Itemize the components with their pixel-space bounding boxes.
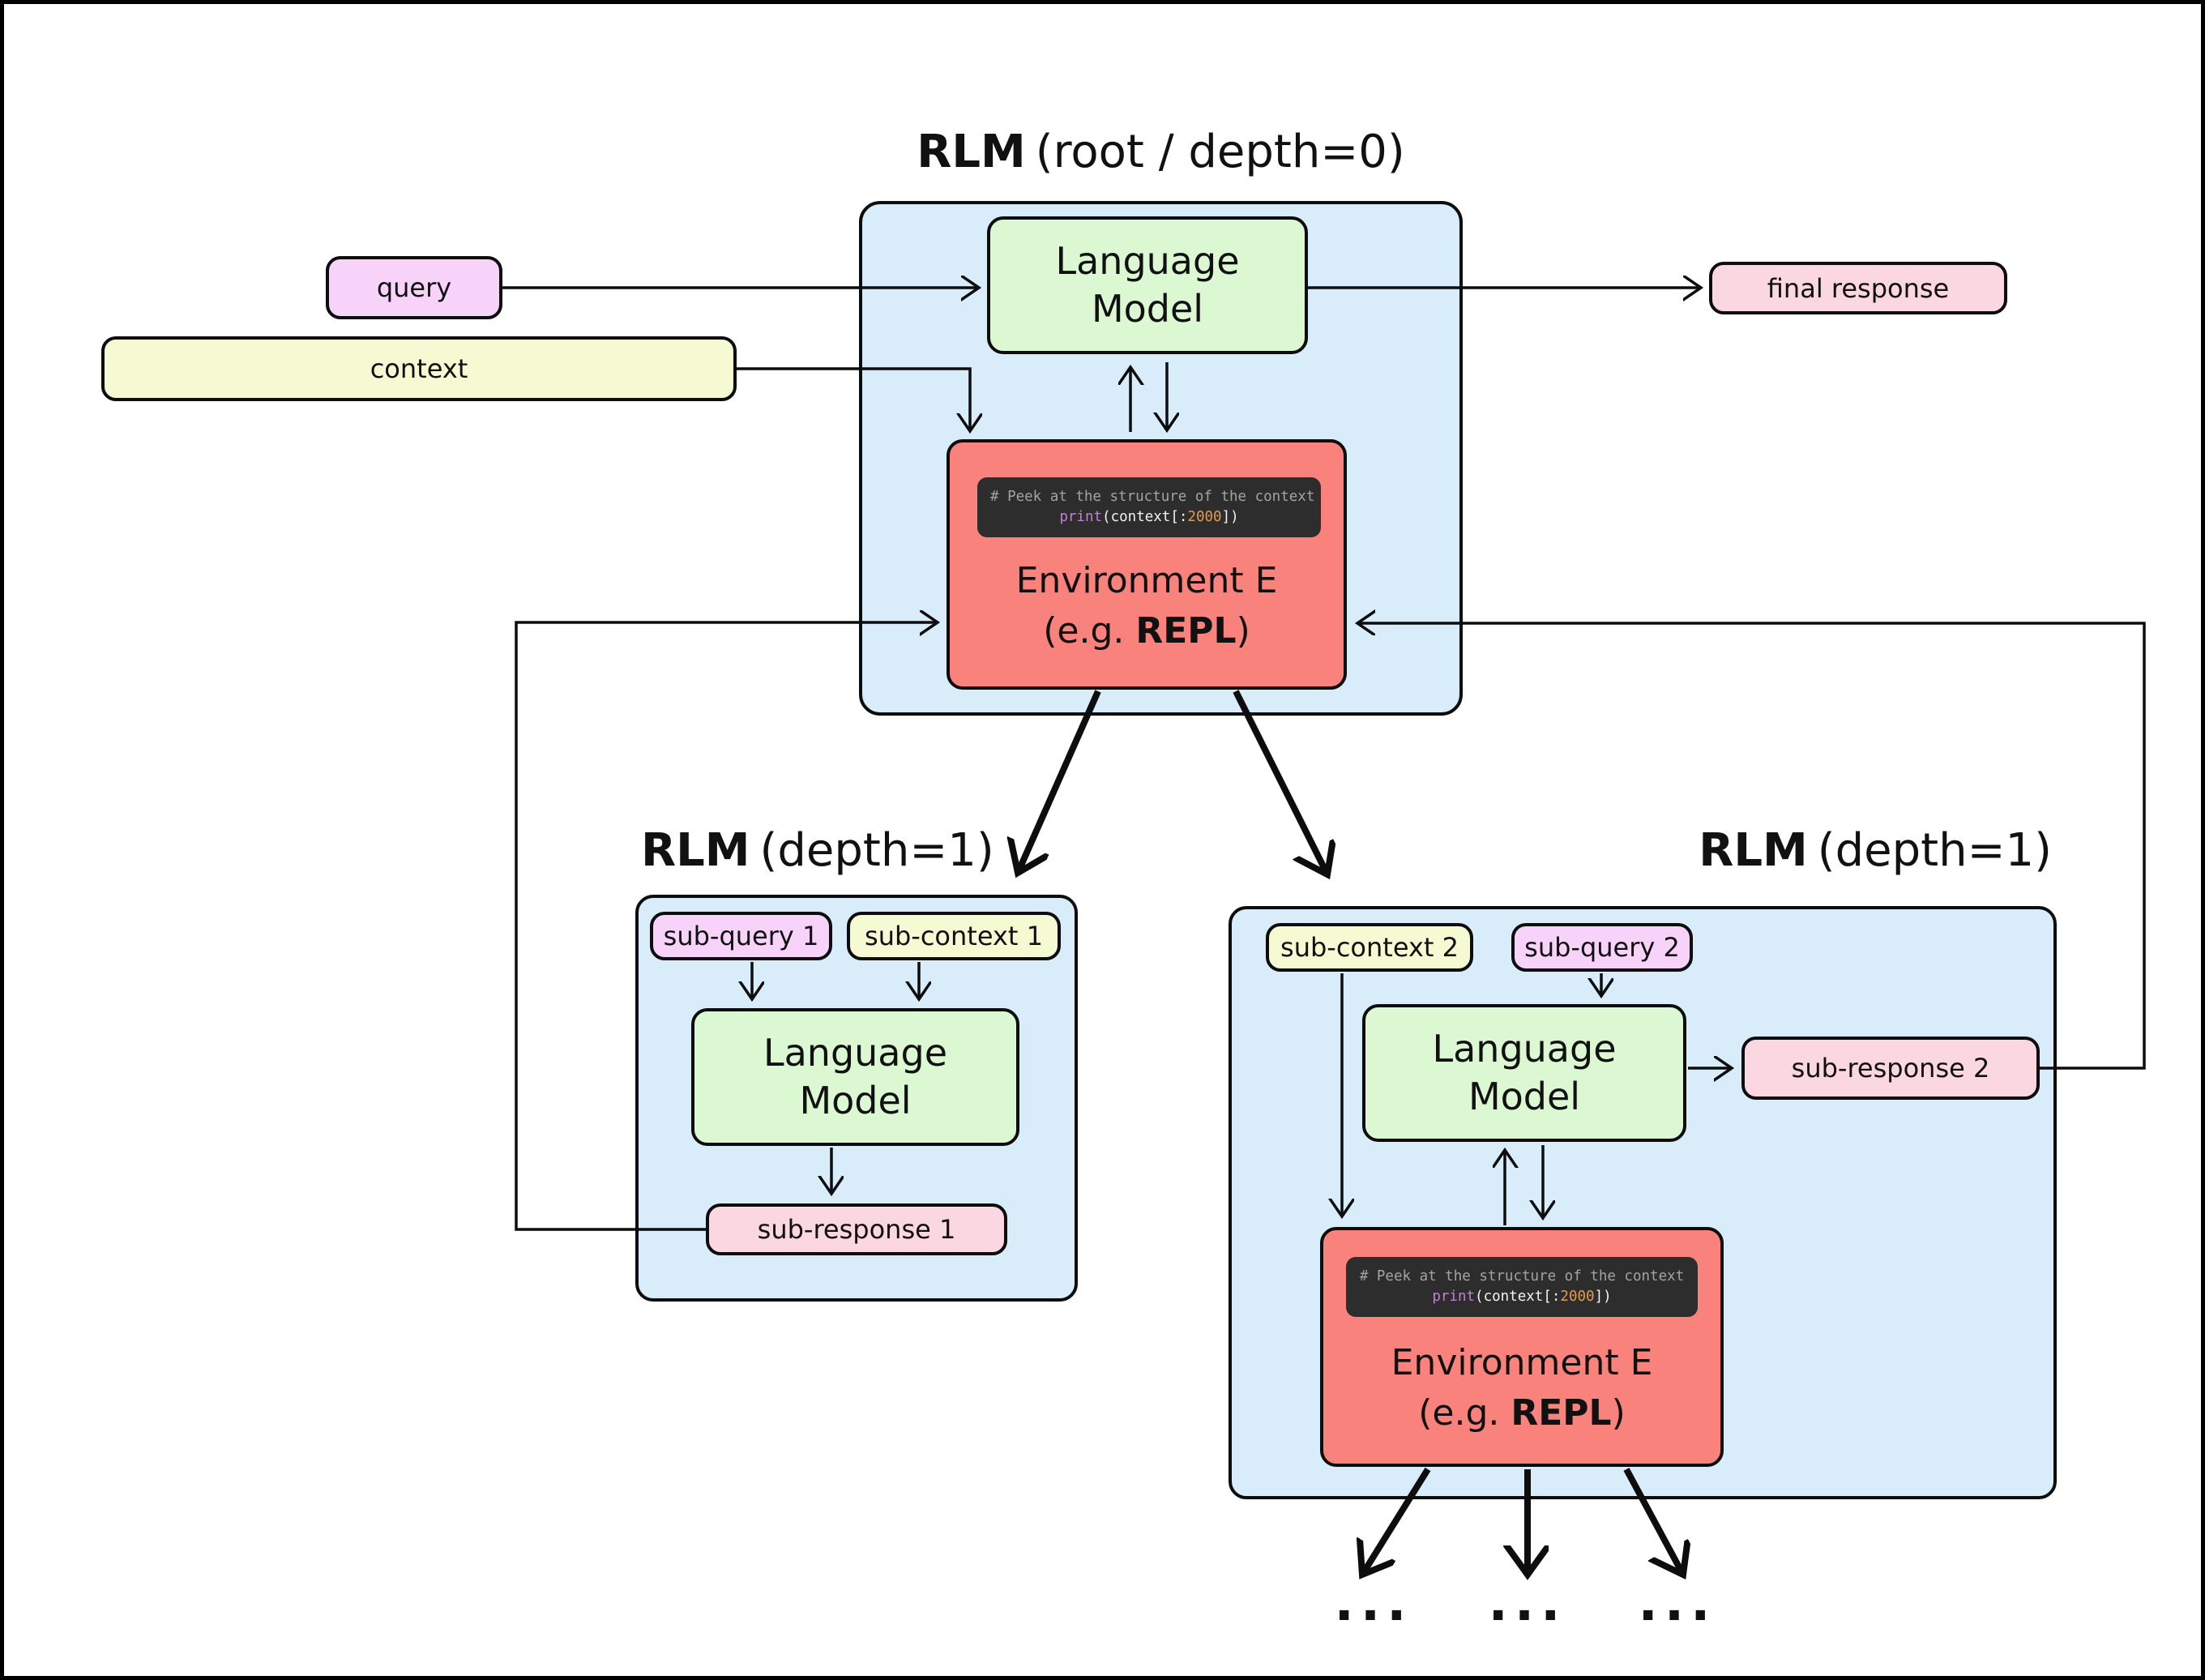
root-rlm-title-bold: RLM	[917, 126, 1026, 178]
root-environment-label-line2: (e.g. REPL)	[1043, 610, 1250, 652]
sub-response-2-label: sub-response 2	[1791, 1053, 1990, 1084]
context-label: context	[370, 353, 468, 384]
query-label: query	[376, 272, 452, 303]
left-language-model-label-line1: Language	[763, 1031, 947, 1075]
right-language-model-label-line2: Model	[1468, 1075, 1581, 1118]
sub-response-2-pill: sub-response 2	[1741, 1037, 2040, 1100]
final-response-label: final response	[1767, 272, 1950, 304]
right-rlm-title-bold: RLM	[1699, 824, 1808, 877]
recursion-ellipsis-middle: ...	[1488, 1573, 1567, 1633]
right-rlm-title: RLM(depth=1)	[1229, 824, 2052, 877]
left-rlm-title-rest: (depth=1)	[759, 824, 994, 877]
sub-context-1-pill: sub-context 1	[847, 912, 1061, 960]
sub-query-2-label: sub-query 2	[1524, 932, 1680, 963]
sub-context-2-pill: sub-context 2	[1266, 923, 1473, 972]
right-code-print-line: print(context[:2000])	[1432, 1289, 1612, 1305]
sub-query-2-pill: sub-query 2	[1511, 923, 1693, 972]
right-environment-node: # Peek at the structure of the context p…	[1320, 1227, 1724, 1467]
root-rlm-title: RLM(root / depth=0)	[859, 126, 1463, 178]
context-pill: context	[101, 336, 737, 401]
right-environment-label-line1: Environment E	[1391, 1342, 1653, 1383]
root-code-print-line: print(context[:2000])	[1059, 509, 1239, 525]
right-rlm-title-rest: (depth=1)	[1817, 824, 2052, 877]
root-code-snippet: # Peek at the structure of the context p…	[977, 477, 1321, 537]
right-environment-label: Environment E (e.g. REPL)	[1323, 1338, 1720, 1439]
root-environment-label-line1: Environment E	[1015, 560, 1278, 601]
sub-context-1-label: sub-context 1	[865, 921, 1043, 951]
root-rlm-title-rest: (root / depth=0)	[1035, 126, 1405, 178]
recursion-ellipsis-right: ...	[1638, 1573, 1717, 1633]
query-pill: query	[326, 256, 502, 319]
root-environment-label: Environment E (e.g. REPL)	[950, 556, 1344, 657]
final-response-pill: final response	[1709, 262, 2007, 314]
sub-response-1-pill: sub-response 1	[706, 1203, 1007, 1255]
left-language-model-label-line2: Model	[799, 1079, 912, 1122]
sub-response-1-label: sub-response 1	[757, 1214, 956, 1245]
right-language-model-label-line1: Language	[1432, 1027, 1617, 1071]
left-rlm-title-bold: RLM	[641, 824, 750, 877]
left-language-model-node: Language Model	[691, 1008, 1019, 1146]
root-environment-node: # Peek at the structure of the context p…	[947, 439, 1347, 690]
root-language-model-node: Language Model	[987, 216, 1308, 354]
sub-query-1-label: sub-query 1	[663, 921, 819, 951]
recursion-ellipsis-left: ...	[1334, 1573, 1413, 1633]
root-code-comment-line: # Peek at the structure of the context	[990, 489, 1315, 505]
root-language-model-label-line2: Model	[1091, 287, 1204, 331]
right-code-comment-line: # Peek at the structure of the context	[1359, 1268, 1685, 1285]
right-code-snippet: # Peek at the structure of the context p…	[1346, 1257, 1698, 1317]
left-rlm-title: RLM(depth=1)	[641, 824, 1083, 877]
sub-context-2-label: sub-context 2	[1280, 932, 1459, 963]
right-environment-label-line2: (e.g. REPL)	[1418, 1392, 1626, 1434]
sub-query-1-pill: sub-query 1	[650, 912, 832, 960]
right-language-model-node: Language Model	[1362, 1004, 1686, 1142]
root-language-model-label-line1: Language	[1055, 239, 1240, 284]
